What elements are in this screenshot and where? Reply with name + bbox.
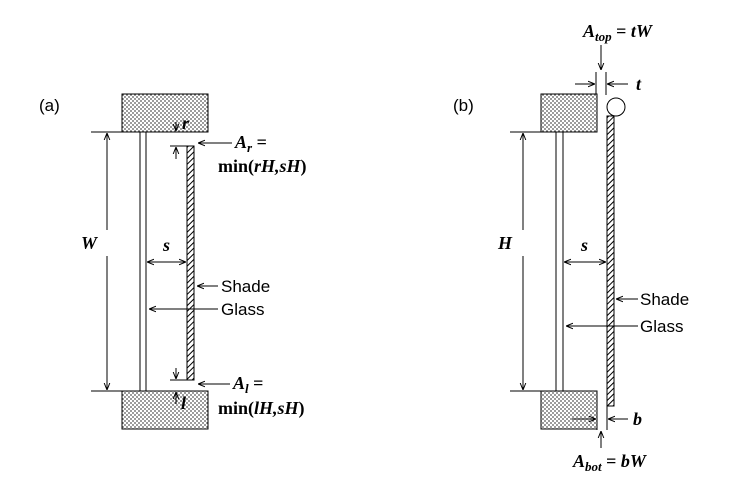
- glass-label-b: Glass: [640, 317, 683, 336]
- panel-b-label: (b): [453, 96, 474, 115]
- Al-label: Al =: [232, 373, 263, 396]
- bottom-frame-a: [121, 390, 209, 430]
- dim-r-label: r: [182, 113, 190, 133]
- top-frame-b: [540, 93, 598, 133]
- Ar-min-expression: min(rH,sH): [218, 156, 307, 177]
- shade-b: [606, 115, 615, 407]
- dim-s-label-a: s: [162, 235, 170, 255]
- Abot-label: Abot = bW: [572, 451, 648, 474]
- shade-a: [186, 145, 195, 381]
- bottom-frame-b: [540, 390, 598, 430]
- Al-min-expression: min(lH,sH): [218, 398, 305, 419]
- dim-b-label: b: [633, 409, 642, 429]
- glass-label-a: Glass: [221, 300, 264, 319]
- dim-l-label: l: [181, 393, 186, 413]
- shade-label-b: Shade: [640, 290, 689, 309]
- panel-a: (a) W r Ar = min(rH,sH) s Shade Glass: [39, 93, 307, 430]
- dim-W-label: W: [81, 233, 99, 253]
- top-frame-a: [121, 93, 209, 133]
- dim-s-label-b: s: [580, 235, 588, 255]
- shade-roller: [606, 97, 626, 117]
- dim-t-label: t: [636, 74, 642, 94]
- panel-b: (b) Atop = tW t H s Shade Glass: [453, 21, 689, 474]
- Atop-label: Atop = tW: [582, 21, 654, 44]
- panel-a-label: (a): [39, 96, 60, 115]
- dim-H-label: H: [497, 233, 513, 253]
- Ar-label: Ar =: [234, 132, 267, 155]
- shade-label-a: Shade: [221, 277, 270, 296]
